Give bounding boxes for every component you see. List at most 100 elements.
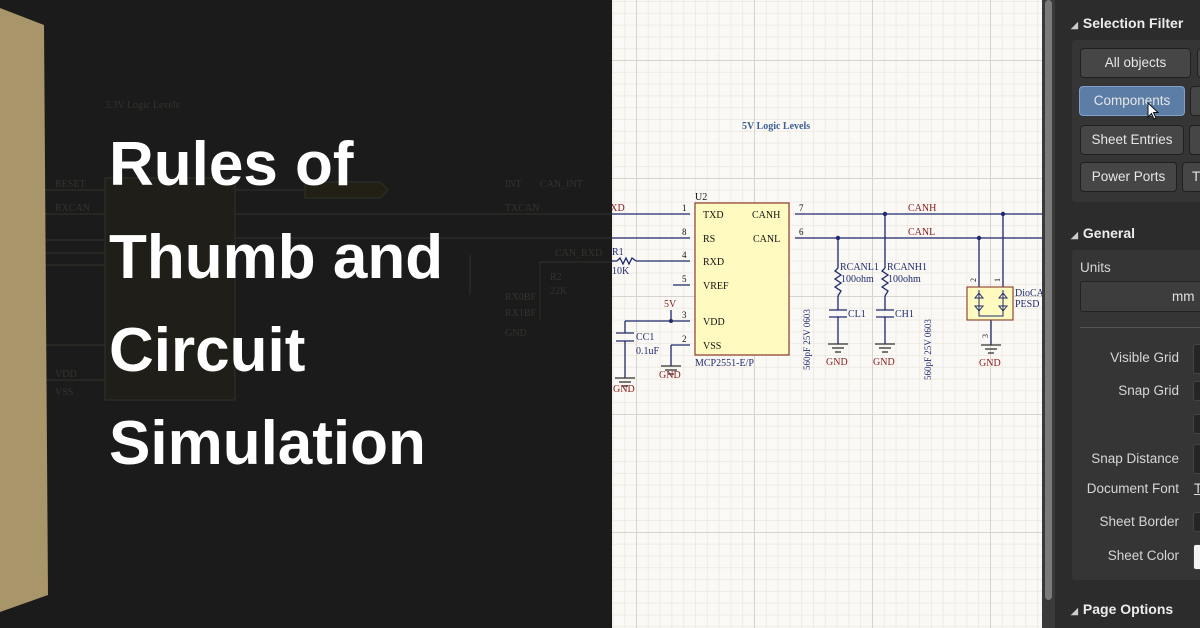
diode-pin-numbers: 2 1 3 <box>969 278 1002 338</box>
gnd-label: GND <box>613 384 635 395</box>
junction-dots <box>669 211 1006 323</box>
net-label-canh: CANH <box>908 203 936 214</box>
title-line: Thumb and <box>109 223 444 292</box>
u2-pin-numbers: 1 8 4 5 3 2 7 6 <box>682 203 804 344</box>
cc1-value: 0.1uF <box>636 346 660 357</box>
filter-button-partial[interactable]: T <box>1182 162 1200 192</box>
r1-value: 10K <box>612 266 630 277</box>
visible-grid-label: Visible Grid <box>1110 350 1179 365</box>
bg-resistor-value: 22K <box>550 286 568 297</box>
svg-text:1: 1 <box>993 278 1002 282</box>
bg-resistor-ref: R2 <box>550 272 562 283</box>
general-group: Units mm <box>1072 250 1200 580</box>
document-font-label: Document Font <box>1086 481 1179 496</box>
r1-ref: R1 <box>612 247 624 258</box>
cl1-ref: CL1 <box>848 309 866 320</box>
svg-text:TXD: TXD <box>703 210 724 221</box>
power-port-5v: 5V <box>664 299 677 310</box>
page-options-header[interactable]: ◢Page Options <box>1071 601 1174 617</box>
power-ports-button[interactable]: Power Ports <box>1080 162 1177 192</box>
bg-pin: RXCAN <box>55 203 90 214</box>
bg-pin: RX1BF <box>505 308 537 319</box>
diode-ref: DioCA <box>1015 288 1042 299</box>
document-font-link[interactable]: T <box>1194 481 1200 496</box>
collapse-triangle-icon: ◢ <box>1071 606 1078 616</box>
bg-section-label: 3.3V Logic Levels <box>105 100 180 111</box>
svg-text:1: 1 <box>682 203 687 213</box>
filter-button-partial[interactable] <box>1197 48 1200 78</box>
gnd-label: GND <box>659 370 681 381</box>
u2-component[interactable] <box>694 202 790 356</box>
diode-symbols <box>973 290 1009 317</box>
title-overlay: 3.3V Logic Levels RESET RXCAN VDD VSS IN… <box>0 8 612 612</box>
filter-button-partial[interactable] <box>1190 86 1200 116</box>
rcanh1-ref: RCANH1 <box>887 262 927 273</box>
section-label: 5V Logic Levels <box>742 121 810 132</box>
gnd-label: GND <box>873 357 895 368</box>
svg-text:3: 3 <box>981 334 990 338</box>
mouse-cursor-icon <box>1147 102 1160 120</box>
svg-text:VDD: VDD <box>703 317 725 328</box>
svg-text:RS: RS <box>703 234 715 245</box>
svg-text:6: 6 <box>799 227 804 237</box>
bg-pin: VSS <box>55 387 73 398</box>
article-title: Rules of Thumb and Circuit Simulation <box>109 118 443 490</box>
bg-net-label: CAN_INT <box>540 179 583 190</box>
svg-text:2: 2 <box>682 334 687 344</box>
title-line: Circuit <box>109 316 306 385</box>
rcanl1-ref: RCANL1 <box>840 262 879 273</box>
sheet-entries-button[interactable]: Sheet Entries <box>1080 125 1184 155</box>
bg-pin: INT <box>505 179 522 190</box>
net-label-canl: CANL <box>908 227 935 238</box>
bg-net-label: GND <box>505 328 527 339</box>
u2-ref: U2 <box>695 192 707 203</box>
units-select[interactable]: mm <box>1080 281 1200 312</box>
electrical-grid-checkbox[interactable] <box>1193 414 1200 434</box>
all-objects-button[interactable]: All objects <box>1080 48 1191 78</box>
svg-text:3: 3 <box>682 310 687 320</box>
vertical-scrollbar[interactable] <box>1042 0 1055 628</box>
u2-part: MCP2551-E/P <box>695 358 754 369</box>
snap-distance-input[interactable] <box>1193 444 1200 474</box>
snap-grid-checkbox[interactable] <box>1193 381 1200 401</box>
faded-background-schematic: 3.3V Logic Levels RESET RXCAN VDD VSS IN… <box>0 8 612 612</box>
cc1-ref: CC1 <box>636 332 654 343</box>
svg-text:CANH: CANH <box>752 210 780 221</box>
bg-pin: TXCAN <box>505 203 539 214</box>
gnd-label: GND <box>826 357 848 368</box>
svg-text:RXD: RXD <box>703 257 724 268</box>
diode-array-component[interactable] <box>966 286 1014 321</box>
svg-text:CANL: CANL <box>753 234 780 245</box>
sheet-color-swatch[interactable] <box>1193 544 1200 570</box>
bg-net-label: CAN_RXD <box>555 248 602 259</box>
svg-text:7: 7 <box>799 203 804 213</box>
svg-text:4: 4 <box>682 250 687 260</box>
selection-filter-group: All objects Components Sheet Entries Pow… <box>1072 40 1200 202</box>
selection-filter-header[interactable]: ◢Selection Filter <box>1071 15 1184 31</box>
bg-pin: VDD <box>55 369 77 380</box>
units-label: Units <box>1080 260 1111 275</box>
filter-button-partial[interactable] <box>1189 125 1200 155</box>
svg-text:VSS: VSS <box>703 341 721 352</box>
net-label-can-txd: CAN_TXD <box>612 203 625 214</box>
snap-distance-label: Snap Distance <box>1091 451 1179 466</box>
svg-text:8: 8 <box>682 227 687 237</box>
gold-accent-band <box>0 8 48 612</box>
visible-grid-control[interactable] <box>1193 344 1200 374</box>
u1-body <box>104 177 236 401</box>
gnd-label: GND <box>979 358 1001 369</box>
bg-pin: RX0BF <box>505 292 537 303</box>
sheet-border-checkbox[interactable] <box>1193 512 1200 532</box>
u2-pin-names: TXD RS RXD VREF VDD VSS CANH CANL <box>703 210 780 352</box>
cl1-value: 560pF 25V 0603 <box>802 309 812 370</box>
svg-text:5: 5 <box>682 274 687 284</box>
title-line: Simulation <box>109 409 426 478</box>
ch1-value: 560pF 25V 0603 <box>923 319 933 380</box>
properties-panel: ◢Selection Filter All objects Components… <box>1055 0 1200 628</box>
scrollbar-thumb[interactable] <box>1045 0 1052 600</box>
components-button[interactable]: Components <box>1079 86 1185 116</box>
title-line: Rules of <box>109 130 354 199</box>
rcanh1-value: 100ohm <box>888 274 921 285</box>
general-header[interactable]: ◢General <box>1071 225 1136 241</box>
schematic-canvas[interactable]: 5V Logic Levels <box>612 0 1042 628</box>
